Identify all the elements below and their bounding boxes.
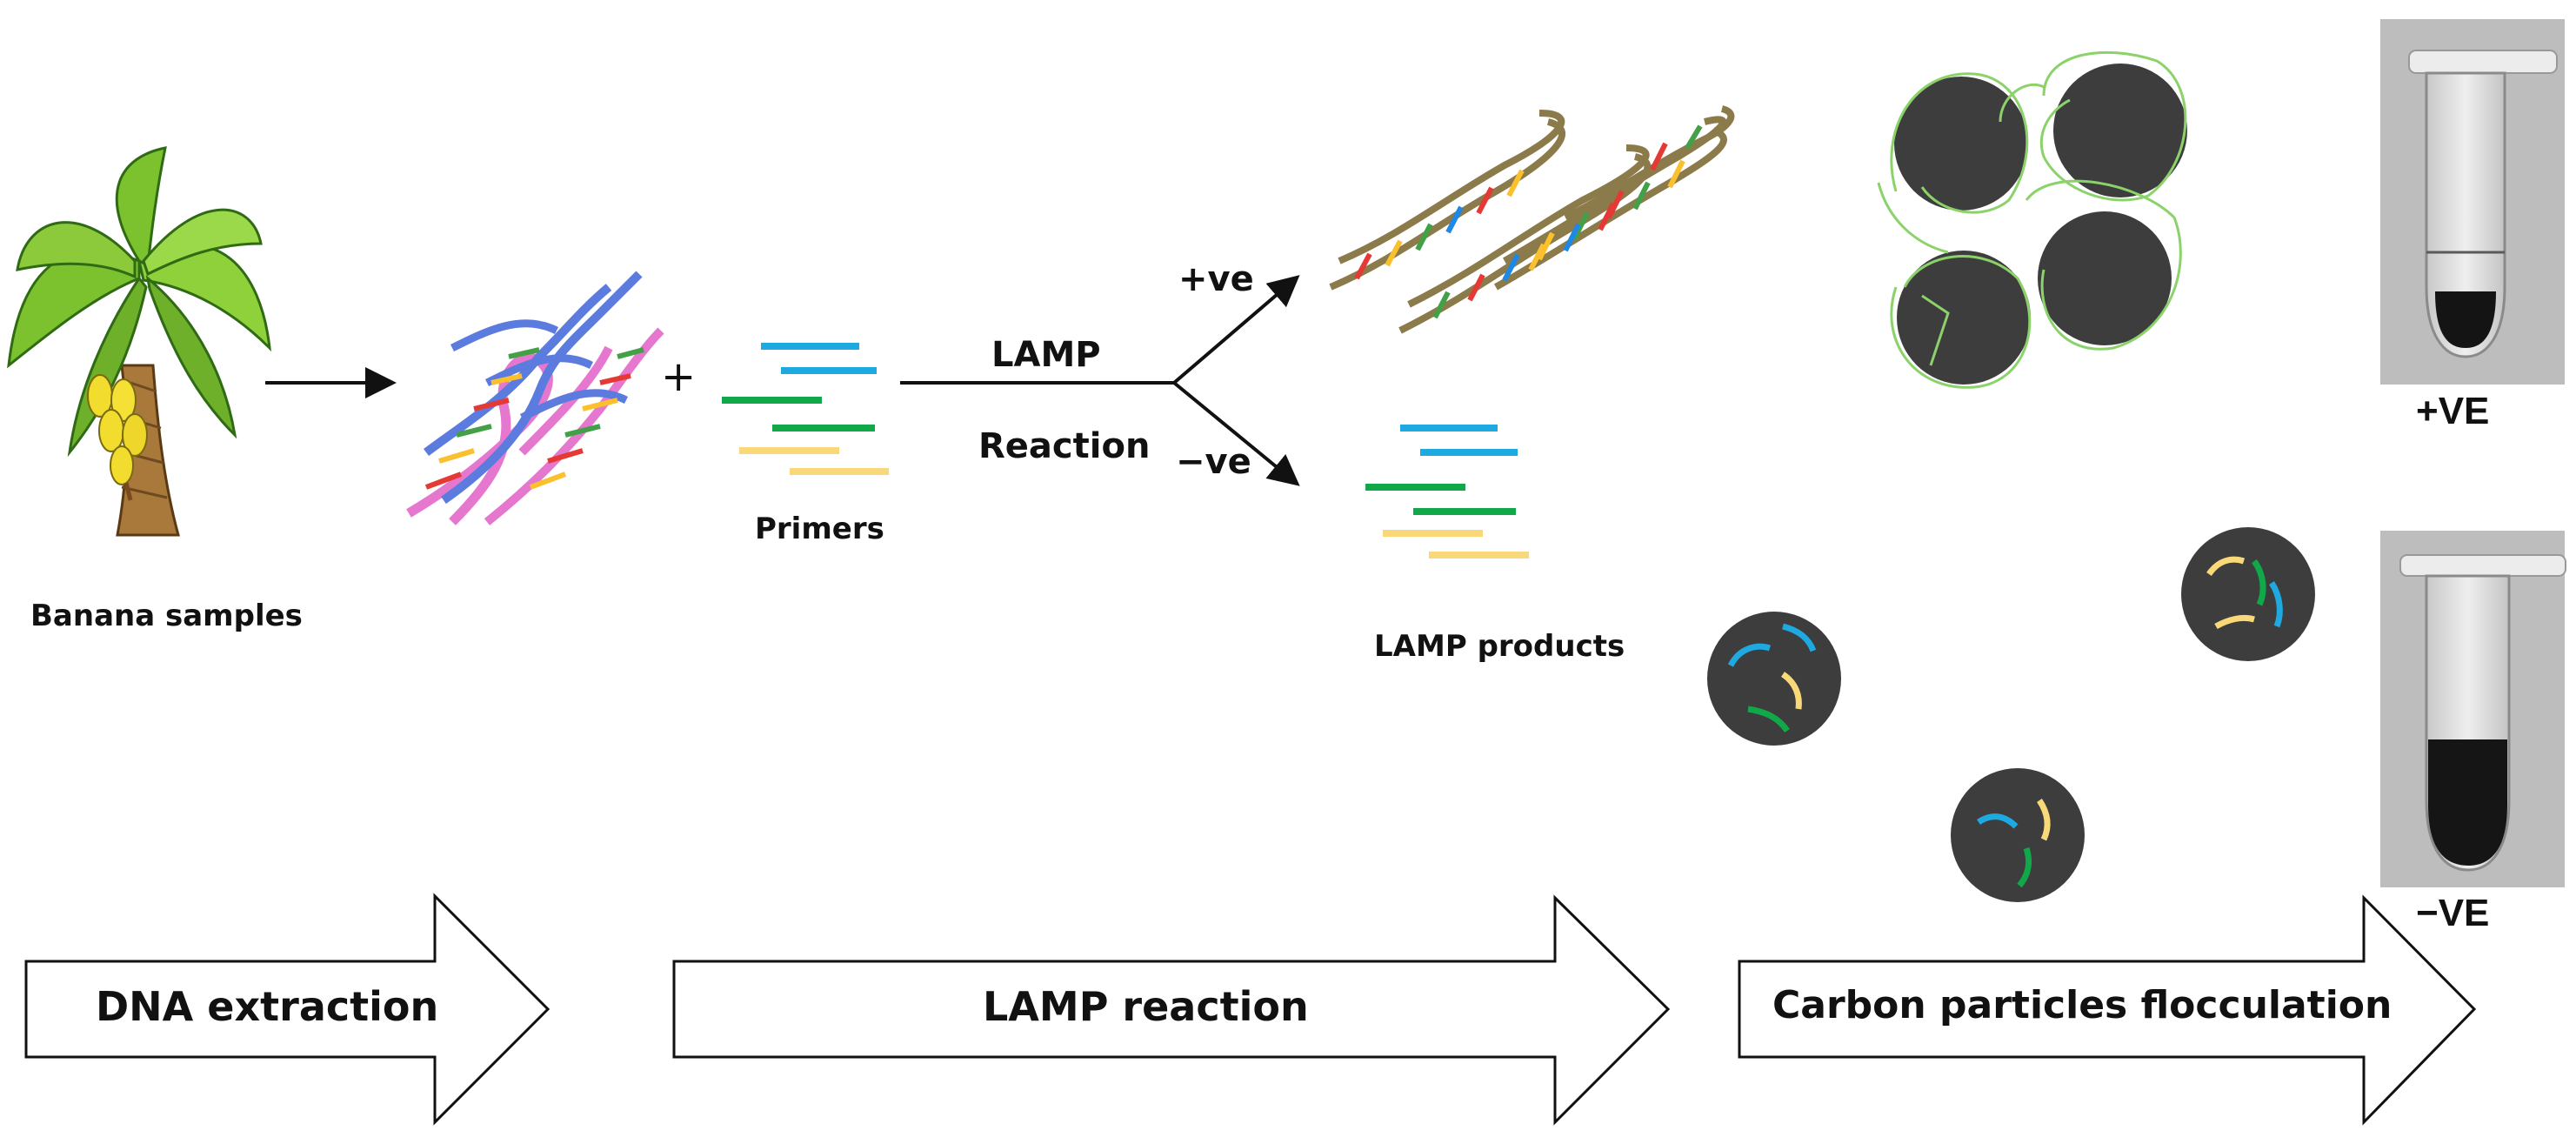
step-label-lamp-reaction: LAMP reaction	[983, 983, 1309, 1030]
dna-helix-icon	[406, 271, 664, 525]
lamp-products-primers-icon	[1365, 425, 1529, 559]
step-label-dna-extraction: DNA extraction	[96, 983, 439, 1030]
primers-icon	[722, 343, 889, 475]
banana-samples-label: Banana samples	[30, 599, 303, 633]
positive-tube-label: +VE	[2416, 390, 2490, 432]
primers-label: Primers	[755, 512, 884, 546]
positive-tube-photo	[2380, 19, 2565, 385]
negative-tube-label: −VE	[2416, 892, 2490, 934]
step-arrow-dna-extraction	[24, 893, 551, 1126]
step-arrow-lamp-reaction	[672, 894, 1671, 1126]
lamp-label: LAMP	[991, 335, 1101, 375]
dispersed-carbon-particle	[2181, 527, 2315, 661]
plus-sign: +	[661, 352, 697, 401]
lamp-products-label: LAMP products	[1374, 629, 1625, 664]
dispersed-carbon-particle	[1707, 612, 1841, 746]
negative-branch-label: −ve	[1176, 442, 1251, 482]
positive-branch-label: +ve	[1178, 259, 1254, 299]
banana-tree-icon	[7, 146, 271, 537]
amplified-dna-icon	[1329, 105, 1735, 334]
negative-branch-arrow	[1172, 381, 1300, 486]
reaction-label: Reaction	[978, 426, 1151, 466]
dispersed-carbon-particle	[1951, 768, 2085, 902]
negative-tube-photo	[2380, 531, 2566, 887]
step-arrow-carbon-flocculation	[1738, 894, 2477, 1126]
positive-branch-arrow	[1172, 275, 1300, 385]
flocculated-carbon-particles	[1877, 50, 2187, 389]
step-label-carbon-flocculation: Carbon particles flocculation	[1772, 983, 2392, 1027]
